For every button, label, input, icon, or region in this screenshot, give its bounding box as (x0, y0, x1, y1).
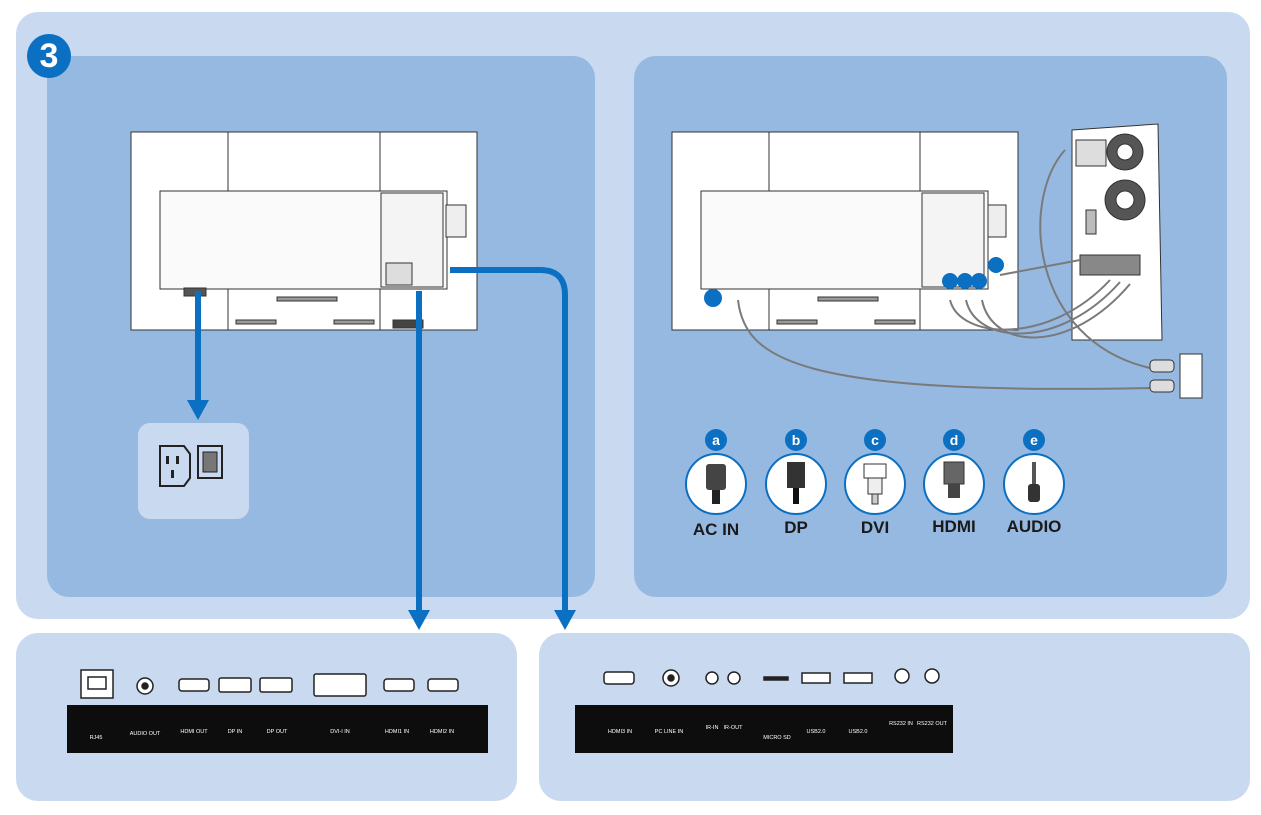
port-dp-out: DP OUT (266, 729, 288, 735)
port-silhouettes-right (603, 668, 940, 687)
connector-icons (685, 453, 1065, 515)
port-usb2-2: USB2.0 (848, 729, 868, 735)
port-markers (704, 257, 1004, 307)
port-hdmi1-in: HDMI1 IN (384, 729, 410, 735)
port-hdmi-out: HDMI OUT (180, 729, 208, 735)
label-dvi: DVI (860, 518, 890, 537)
arrowheads-left (187, 400, 576, 630)
wall-outlet (1149, 353, 1203, 399)
port-dp-in: DP IN (227, 729, 243, 735)
port-rs232-in: RS232 IN (889, 721, 913, 727)
port-hdmi3-in: HDMI3 IN (607, 729, 633, 735)
step-number-badge: 3 (27, 34, 71, 78)
letter-d: d (943, 429, 965, 451)
port-rs232-out: RS232 OUT (917, 721, 947, 727)
power-inlet-switch (138, 423, 249, 519)
letter-a: a (705, 429, 727, 451)
port-ir-in: IR-IN (705, 725, 719, 731)
display-rear-left (130, 131, 478, 331)
port-label-strip-right: HDMI3 IN PC LINE IN IR-IN IR-OUT MICRO S… (575, 705, 953, 753)
cables (737, 149, 1151, 390)
label-dp: DP (784, 518, 808, 537)
display-rear-right (671, 131, 1019, 331)
port-silhouettes-left (80, 669, 459, 699)
letter-e: e (1023, 429, 1045, 451)
port-hdmi2-in: HDMI2 IN (429, 729, 455, 735)
label-ac-in: AC IN (692, 520, 740, 539)
port-rj45: RJ45 (89, 735, 103, 741)
letter-c: c (864, 429, 886, 451)
port-usb2-1: USB2.0 (806, 729, 826, 735)
port-micro-sd: MICRO SD (763, 735, 791, 741)
port-label-strip-left: RJ45 AUDIO OUT HDMI OUT DP IN DP OUT DVI… (67, 705, 488, 753)
port-audio-out: AUDIO OUT (129, 731, 161, 737)
port-pc-line-in: PC LINE IN (654, 729, 684, 735)
label-hdmi: HDMI (932, 517, 976, 536)
label-audio: AUDIO (1006, 517, 1062, 536)
arrows-left (195, 267, 568, 612)
port-ir-out: IR-OUT (723, 725, 743, 731)
letter-b: b (785, 429, 807, 451)
port-dvi-in: DVI-I IN (330, 729, 350, 735)
pc-tower (1071, 123, 1163, 341)
